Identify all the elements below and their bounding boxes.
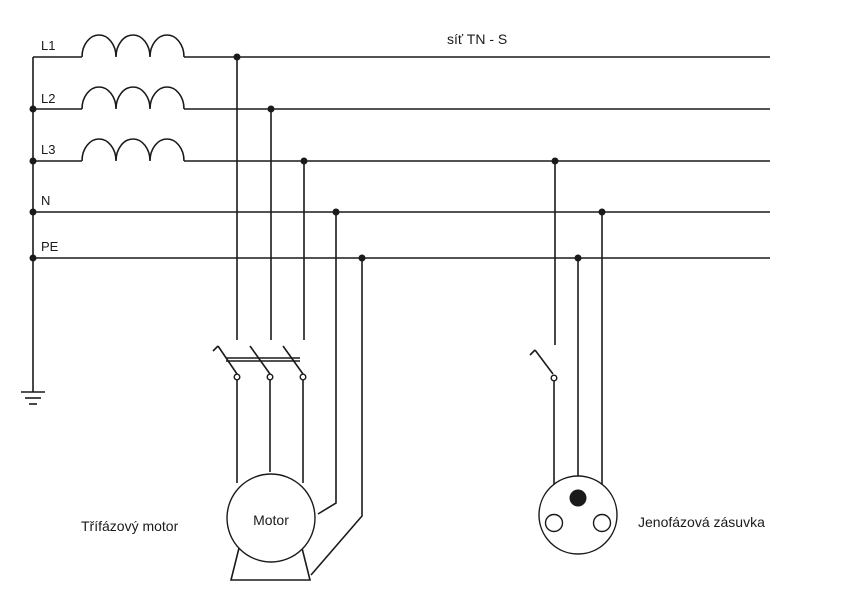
line-l1: L1 (33, 34, 770, 58)
coil-l1 (81, 34, 185, 58)
coil-l3 (81, 138, 185, 162)
label-l1: L1 (41, 38, 55, 53)
line-l2: L2 (33, 86, 770, 110)
junction-dot (29, 105, 37, 113)
motor-feed-wires (236, 212, 363, 576)
motor-label: Motor (253, 512, 289, 528)
socket-earth-pin (569, 489, 587, 507)
earth-bus (21, 57, 45, 405)
line-l3: L3 (33, 138, 770, 162)
motor-caption: Třífázový motor (81, 518, 179, 534)
junction-dot (29, 157, 37, 165)
socket-caption: Jenofázová zásuvka (638, 514, 765, 530)
network-label: síť TN - S (447, 31, 507, 47)
socket-symbol (538, 475, 618, 555)
label-l3: L3 (41, 142, 55, 157)
line-pe: PE (29, 239, 770, 262)
socket-hole-right (592, 513, 612, 533)
socket-hole-left (544, 513, 564, 533)
coil-l2 (81, 86, 185, 110)
line-n: N (29, 193, 770, 216)
motor-symbol: Motor (226, 473, 316, 581)
three-pole-switch (212, 345, 307, 381)
label-pe: PE (41, 239, 59, 254)
label-n: N (41, 193, 50, 208)
motor-branch (233, 53, 366, 340)
socket-branch (551, 157, 606, 515)
label-l2: L2 (41, 91, 55, 106)
